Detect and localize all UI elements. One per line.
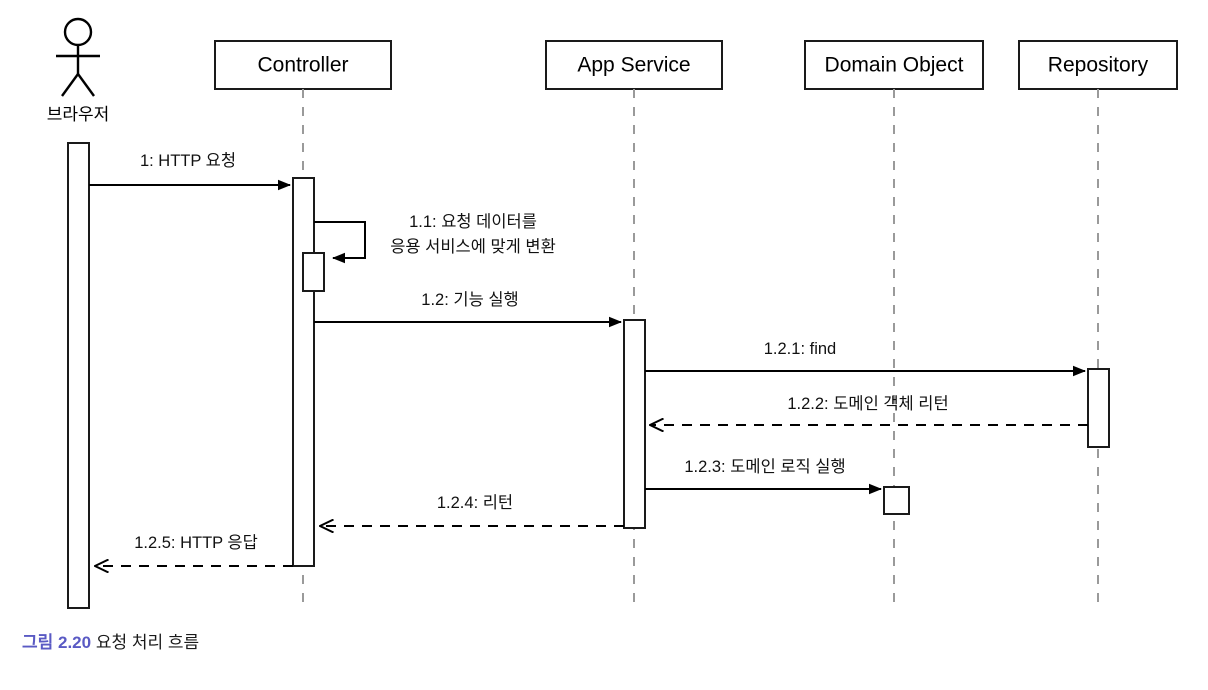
participant-box-app-service[interactable] (545, 40, 723, 90)
actor-leg-right-icon (77, 73, 95, 97)
activation-controller-nested (302, 252, 325, 292)
message-1-2-4-return[interactable]: 1.2.4: 리턴 (320, 493, 624, 526)
participant-label-domain-object: Domain Object (825, 54, 964, 77)
activation-domain-object (883, 486, 910, 515)
message-1-2-label: 1.2: 기능 실행 (421, 290, 518, 309)
figure-caption-title: 요청 처리 흐름 (95, 633, 200, 652)
participant-box-controller[interactable] (214, 40, 392, 90)
activation-app-service (623, 319, 646, 529)
message-1-2-5-label: 1.2.5: HTTP 응답 (134, 533, 258, 552)
activation-repository (1087, 368, 1110, 448)
message-1-1-arrow (314, 221, 366, 264)
activation-browser (67, 142, 90, 609)
actor-leg-left-icon (61, 73, 79, 97)
activation-controller (292, 177, 315, 567)
message-1-2-execute-feature[interactable]: 1.2: 기능 실행 (314, 290, 622, 328)
participant-domain-object[interactable]: Domain Object (804, 40, 984, 90)
actor-label: 브라우저 (47, 105, 110, 124)
message-1-label: 1: HTTP 요청 (140, 151, 236, 170)
actor-head-icon (63, 17, 93, 47)
participant-box-domain-object[interactable] (804, 40, 984, 90)
actor-browser[interactable]: 브라우저 (47, 17, 110, 124)
participant-box-repository[interactable] (1018, 40, 1178, 90)
message-1-2-4-label: 1.2.4: 리턴 (437, 493, 513, 512)
figure-caption: 그림 2.20 요청 처리 흐름 (22, 628, 199, 653)
message-1-2-3-execute-domain-logic[interactable]: 1.2.3: 도메인 로직 실행 (645, 457, 882, 495)
message-1-1-label-line1: 1.1: 요청 데이터를 (409, 212, 537, 231)
message-1-2-2-label: 1.2.2: 도메인 객체 리턴 (787, 394, 948, 413)
message-1-2-5-http-response[interactable]: 1.2.5: HTTP 응답 (95, 533, 293, 566)
message-1-1-label-line2: 응용 서비스에 맞게 변환 (390, 237, 556, 256)
message-1-2-2-return-domain-object[interactable]: 1.2.2: 도메인 객체 리턴 (650, 394, 1088, 425)
message-1-2-3-label: 1.2.3: 도메인 로직 실행 (684, 457, 845, 476)
participant-label-repository: Repository (1048, 54, 1149, 77)
participant-repository[interactable]: Repository (1018, 40, 1178, 90)
participant-label-app-service: App Service (577, 54, 690, 77)
message-1-2-1-find[interactable]: 1.2.1: find (645, 340, 1086, 377)
participant-app-service[interactable]: App Service (545, 40, 723, 90)
message-1-1-self-call[interactable]: 1.1: 요청 데이터를 응용 서비스에 맞게 변환 (314, 212, 556, 264)
message-1-2-1-label: 1.2.1: find (764, 340, 836, 358)
participant-label-controller: Controller (257, 54, 348, 77)
participant-controller[interactable]: Controller (214, 40, 392, 90)
message-1-http-request[interactable]: 1: HTTP 요청 (89, 151, 291, 191)
figure-caption-number: 그림 2.20 (22, 633, 92, 652)
